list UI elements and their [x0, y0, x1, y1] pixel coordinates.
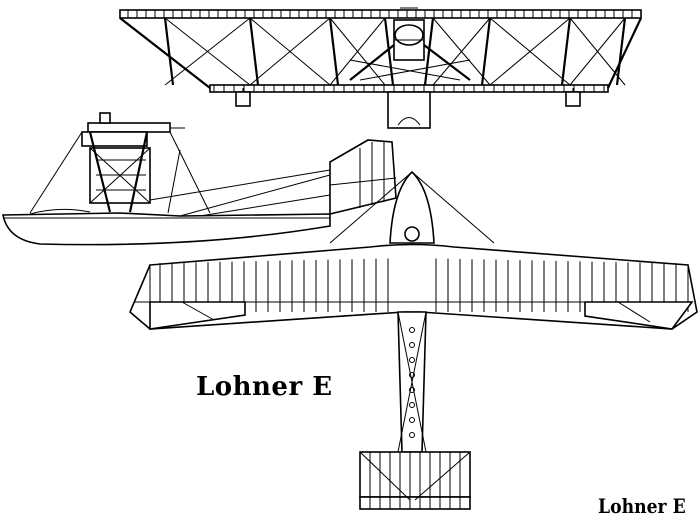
top-aileron-right — [584, 301, 694, 330]
boom-portholes — [409, 327, 415, 438]
side-engine-cabane — [29, 112, 211, 214]
front-hull — [387, 91, 431, 129]
aircraft-title: Lohner E — [196, 372, 333, 402]
front-interplane-struts — [127, 10, 633, 92]
front-lower-wing — [209, 84, 609, 93]
top-tailplane — [359, 451, 471, 498]
top-aileron-left — [149, 301, 246, 330]
front-wing-floats — [235, 88, 581, 107]
top-view — [129, 170, 698, 510]
side-hull — [2, 212, 331, 246]
front-engine — [349, 7, 471, 81]
side-tail — [149, 139, 397, 217]
corner-caption: Lohner E — [598, 494, 686, 518]
front-view — [119, 7, 642, 129]
tailplane-ribs — [369, 452, 461, 509]
side-view — [2, 112, 397, 246]
